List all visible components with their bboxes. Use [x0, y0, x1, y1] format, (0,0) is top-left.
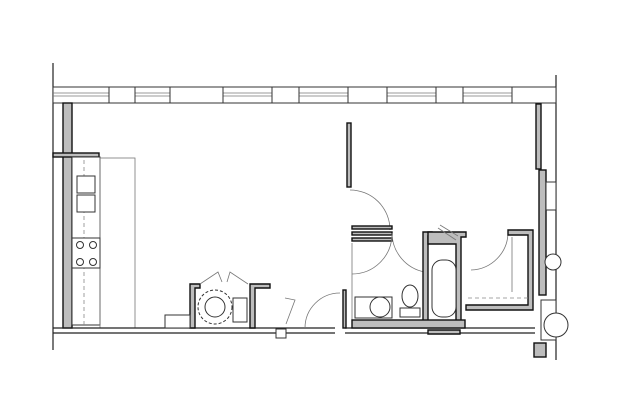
entry-door-swing[interactable] — [304, 292, 341, 329]
linen-door[interactable] — [437, 224, 459, 241]
island-outline — [99, 157, 136, 329]
bathroom-sink-icon — [369, 296, 391, 318]
entry-door[interactable] — [342, 289, 347, 329]
window-mullion — [169, 86, 224, 104]
walk-in-closet — [465, 229, 534, 311]
bedroom-door-frame — [351, 225, 393, 242]
toilet-icon — [401, 284, 419, 308]
bedroom-door-swing[interactable] — [349, 189, 391, 231]
bifold-door[interactable] — [199, 271, 249, 285]
bedroom-partition — [346, 122, 352, 188]
closet-door-swing[interactable] — [470, 231, 509, 271]
left-wall — [62, 102, 73, 329]
window-mullion — [271, 86, 300, 104]
window-mullion — [435, 86, 464, 104]
window-wall — [52, 86, 557, 104]
right-wall — [533, 103, 569, 358]
bath-door-swing[interactable] — [351, 234, 393, 275]
window-mullion — [511, 86, 557, 104]
kitchen-sink — [76, 175, 96, 213]
bathroom — [351, 224, 467, 335]
window-mullion — [347, 86, 388, 104]
dryer-icon — [232, 297, 248, 323]
closet-door[interactable] — [284, 297, 296, 325]
laundry-closet — [164, 271, 296, 339]
window-mullion — [108, 86, 136, 104]
cooktop — [71, 237, 101, 269]
bathtub-icon — [431, 259, 457, 318]
